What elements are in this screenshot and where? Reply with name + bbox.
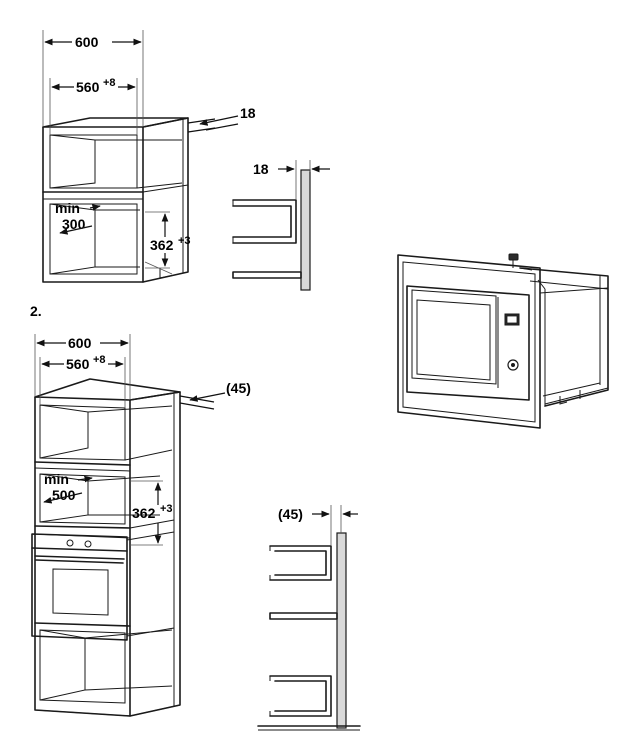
fig2-dim-height-tol: +3 [160, 503, 173, 515]
figure-2-number: 2. [30, 303, 42, 319]
fig2-dim-height: 362 [132, 505, 156, 521]
fig2-dim-inner: 560 [66, 356, 90, 372]
fig1-dim-inner: 560 [76, 79, 100, 95]
fig2-dim-width: 600 [68, 335, 92, 351]
fig2-dim-panel: (45) [226, 380, 251, 396]
fig1-dim-inner-tol: +8 [103, 77, 116, 89]
figure-1-section-detail: 18 [232, 160, 330, 291]
fig1-min-label: min [55, 200, 80, 216]
figure-1-dimensions: 600 560 +8 18 min 300 362 +3 [42, 30, 256, 275]
fig1-dim-panel: 18 [240, 105, 256, 121]
figure-2-dimensions: 600 560 +8 (45) min 500 362 +3 [34, 334, 251, 546]
fig1-dim-height: 362 [150, 237, 174, 253]
fig1-dim-width: 600 [75, 34, 99, 50]
fig2-detail-dim: (45) [278, 506, 303, 522]
figure-2-section-detail: (45) [257, 505, 361, 731]
fig1-min-value: 300 [62, 216, 86, 232]
figure-2-cabinet [31, 378, 181, 717]
fig2-min-label: min [44, 471, 69, 487]
fig2-dim-inner-tol: +8 [93, 354, 106, 366]
microwave-built-in [397, 253, 609, 429]
fig1-dim-height-tol: +3 [178, 235, 191, 247]
fig1-detail-dim: 18 [253, 161, 269, 177]
